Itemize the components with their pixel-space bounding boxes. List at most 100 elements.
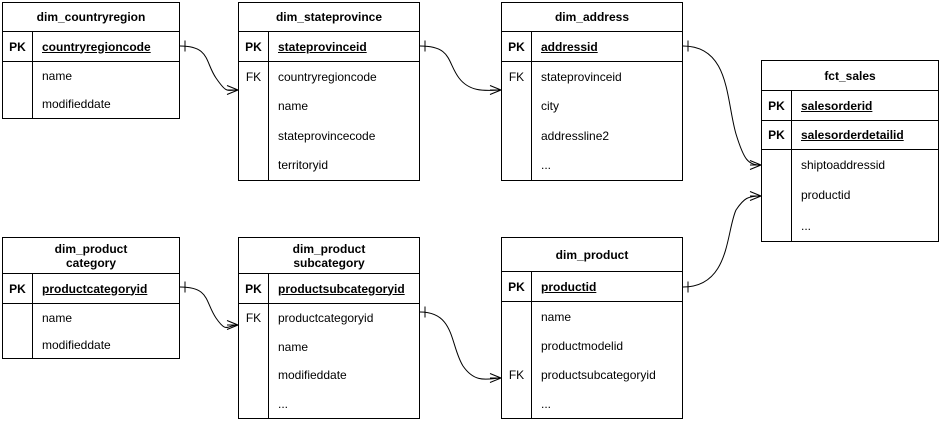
attribute-key-column [762,150,792,241]
relationship-line [419,45,502,91]
attribute-key-column: FK [239,304,269,418]
attribute-key-badge: FK [508,69,525,84]
attribute-name: productmodelid [541,338,624,353]
entity-title-line: dim_product [54,241,128,256]
cardinality-many-marker [226,320,239,330]
relationship-rel-stateprovince-address[interactable] [419,40,502,95]
relationship-rel-subcategory-product[interactable] [419,306,502,383]
attribute-key-badge [239,121,268,151]
key-badge: PK [239,274,269,303]
relationship-rel-productcategory-subcategory[interactable] [179,281,239,330]
attribute-name: productid [801,188,851,203]
attribute-key-column [3,62,33,118]
relationship-line [682,45,762,166]
attribute-key-badge [762,150,791,180]
attribute-name: countryregioncode [278,69,377,84]
attribute-name: modifieddate [278,368,347,383]
field-name: salesorderdetailid [801,128,904,142]
attribute-section: FK countryregioncode name stateprovincecode… [239,62,419,180]
key-row[interactable]: PK productsubcategoryid [239,274,419,304]
cardinality-many-marker [226,85,239,95]
attribute-key-column: FK [502,62,532,180]
attribute-name: stateprovincecode [278,128,376,143]
attribute-key-column [3,304,33,358]
entity-title-line: dim_address [554,10,630,24]
attribute-key-badge [502,389,531,418]
field-name: addressid [541,39,598,54]
attribute-name: ... [278,396,289,411]
entity-title-line: subcategory [293,255,365,270]
attribute-name: modifieddate [42,337,111,352]
entity-title-line: dim_product [292,241,366,256]
attribute-key-badge [239,333,268,362]
key-badge: PK [762,91,792,120]
cardinality-many-marker [749,191,762,201]
cardinality-many-marker [489,85,502,95]
field-name: countryregioncode [42,39,151,54]
attribute-name: name [278,99,309,114]
attribute-name-column: name modifieddate [33,304,179,358]
key-row[interactable]: PK productcategoryid [3,274,179,304]
attribute-name: name [541,309,572,324]
attribute-key-badge [502,121,531,151]
key-badge: PK [239,32,269,61]
attribute-name: ... [801,218,812,233]
relationship-rel-product-fctsales[interactable] [682,191,762,293]
attribute-key-badge [762,211,791,241]
key-badge: PK [3,274,33,303]
field-name: productsubcategoryid [278,281,405,296]
attribute-key-badge [502,92,531,122]
relationship-rel-address-fctsales[interactable] [682,40,762,170]
cardinality-many-marker [489,373,502,383]
attribute-key-badge [239,361,268,390]
attribute-name: ... [541,158,552,173]
attribute-name: territoryid [278,158,329,173]
attribute-name: productsubcategoryid [541,367,656,382]
attribute-key-column: FK [239,62,269,180]
key-badge: PK [502,272,532,301]
attribute-name: name [278,339,309,354]
relationship-line [179,286,239,328]
relationship-rel-countryregion-stateprovince[interactable] [179,40,239,95]
key-badge: PK [502,32,532,61]
attribute-name: name [42,310,73,325]
attribute-section: name modifieddate [3,304,179,358]
attribute-name: modifieddate [42,97,111,111]
key-row[interactable]: PK addressid [502,32,682,62]
attribute-key-badge: FK [245,69,262,84]
key-row[interactable]: PK salesorderid [762,91,938,121]
entity-title: fct_sales [762,61,938,91]
key-row[interactable]: PK productid [502,272,682,302]
relationship-line [419,311,502,380]
attribute-key-badge [239,92,268,122]
field-name: salesorderid [801,98,873,113]
field-name: productid [541,279,597,294]
attribute-key-badge [3,304,32,331]
entity-title: dim_product [502,238,682,272]
attribute-key-badge [239,390,268,419]
attribute-name: stateprovinceid [541,69,622,84]
cardinality-many-marker [749,160,762,170]
field-name: productcategoryid [42,281,148,296]
